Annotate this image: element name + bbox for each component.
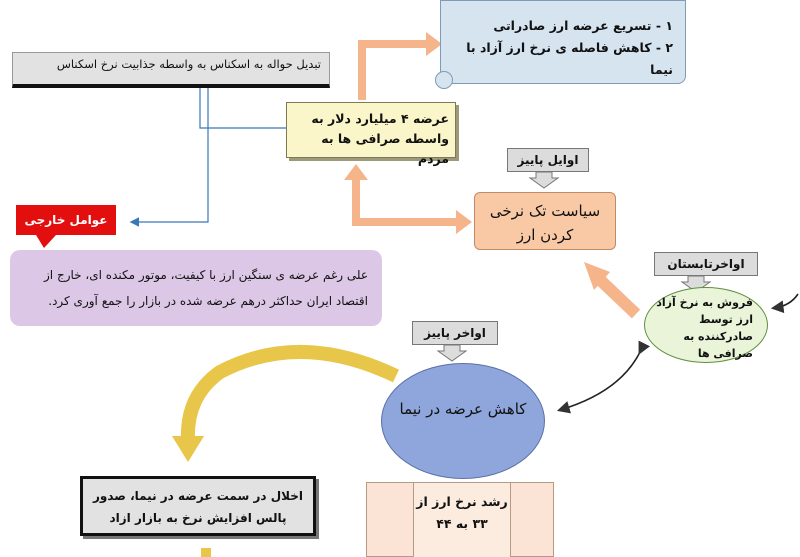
conversion-box: تبدیل حواله به اسکناس به واسطه جذابیت نر… (12, 52, 330, 88)
arrow-sale-to-single-rate (591, 271, 641, 319)
arrow-head-sale-to-single-rate (584, 262, 610, 290)
external-factors-label: عوامل خارجی (16, 205, 116, 235)
sale-circle: فروش به نرخ آزاد ارز توسط صادرکننده به ص… (644, 287, 768, 363)
rate-growth-scroll: رشد نرخ ارز از ۳۳ به ۴۴ (366, 482, 554, 557)
measure-item-1: ۱ - تسریع عرضه ارز صادراتی (493, 18, 673, 33)
arrow-head-top-list (426, 32, 442, 56)
arrow-head-up-supply (344, 164, 368, 180)
disruption-box: اخلال در سمت عرضه در نیما، صدور پالس افز… (80, 476, 316, 536)
gold-curve-arrow-head (172, 436, 204, 462)
tag-late-autumn: اواخر پاییز (412, 321, 498, 345)
scroll-curl (435, 71, 453, 89)
tag-early-pointer (528, 171, 560, 189)
tag-early-autumn: اوایل پاییز (507, 148, 589, 172)
nima-supply-circle: کاهش عرضه در نیما (381, 363, 545, 479)
arrow-supply-single-rate (352, 176, 458, 226)
curve-edge-to-sale (770, 293, 799, 314)
connector-conversion-to-supply (199, 88, 286, 129)
supply-box: عرضه ۴ میلیارد دلار به واسطه صرافی ها به… (286, 102, 456, 166)
external-tag-pointer (36, 235, 56, 248)
arrow-head-single-rate (456, 210, 472, 234)
measures-scroll: ۱ - تسریع عرضه ارز صادراتی ۲ - کاهش فاصل… (435, 0, 686, 89)
rate-growth-text: رشد نرخ ارز از ۳۳ به ۴۴ (413, 483, 511, 557)
tag-late-autumn-pointer (436, 344, 468, 362)
curve-sale-to-nima (556, 340, 651, 414)
tag-late-summer: اواخرتابستان (654, 252, 758, 276)
measure-item-2: ۲ - کاهش فاصله ی نرخ ارز آزاد با نیما (466, 40, 673, 77)
single-rate-policy-box: سیاست تک نرخی کردن ارز (474, 192, 616, 250)
gold-curve-arrow (180, 345, 400, 441)
external-factors-text: علی رغم عرضه ی سنگین ارز با کیفیت، موتور… (10, 250, 382, 326)
connector-supply-to-external (129, 88, 209, 227)
arrow-to-top-list (358, 40, 428, 100)
